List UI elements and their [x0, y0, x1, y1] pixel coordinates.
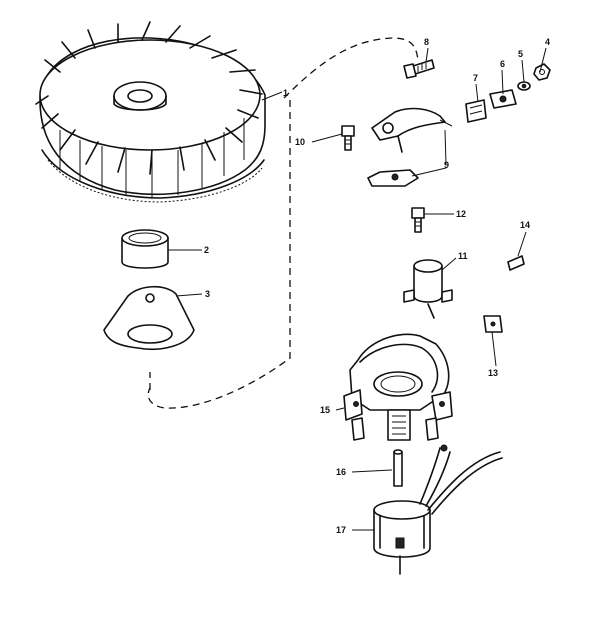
- long-screw: [403, 59, 435, 79]
- screw-mid: [411, 207, 425, 233]
- breaker-point-base: [367, 169, 419, 187]
- screw-left: [341, 125, 355, 151]
- callout-15: 15: [320, 405, 330, 415]
- callout-10: 10: [295, 137, 305, 147]
- callout-7: 7: [473, 73, 478, 83]
- callout-9: 9: [444, 160, 449, 170]
- callout-2: 2: [204, 245, 209, 255]
- lock-washer: [517, 81, 531, 91]
- callout-3: 3: [205, 289, 210, 299]
- breaker-arm: [371, 107, 446, 153]
- nut: [533, 63, 551, 81]
- assembly-dashed-line: [283, 37, 419, 99]
- callout-12: 12: [456, 209, 466, 219]
- bushing: [121, 229, 169, 269]
- spring-clip: [465, 99, 487, 123]
- flywheel: [35, 21, 266, 203]
- callout-14: 14: [520, 220, 530, 230]
- callout-13: 13: [488, 368, 498, 378]
- shaft: [393, 449, 403, 487]
- callout-6: 6: [500, 59, 505, 69]
- callout-4: 4: [545, 37, 550, 47]
- lead-pin: [507, 255, 525, 271]
- callout-5: 5: [518, 49, 523, 59]
- callout-16: 16: [336, 467, 346, 477]
- terminal-plate: [489, 89, 517, 109]
- callout-labels: 1 2 3 4 5 6 7 8 9 10 11 12 13 14 15 16 1…: [204, 37, 550, 535]
- washer-bracket: [103, 285, 195, 350]
- ignition-coil: [373, 444, 503, 575]
- callout-8: 8: [424, 37, 429, 47]
- square-clip: [483, 315, 503, 333]
- callout-17: 17: [336, 525, 346, 535]
- condenser: [403, 259, 453, 319]
- leader-lines: [168, 47, 547, 531]
- callout-11: 11: [458, 251, 468, 261]
- magneto-base: [343, 333, 453, 441]
- callout-1: 1: [283, 88, 288, 98]
